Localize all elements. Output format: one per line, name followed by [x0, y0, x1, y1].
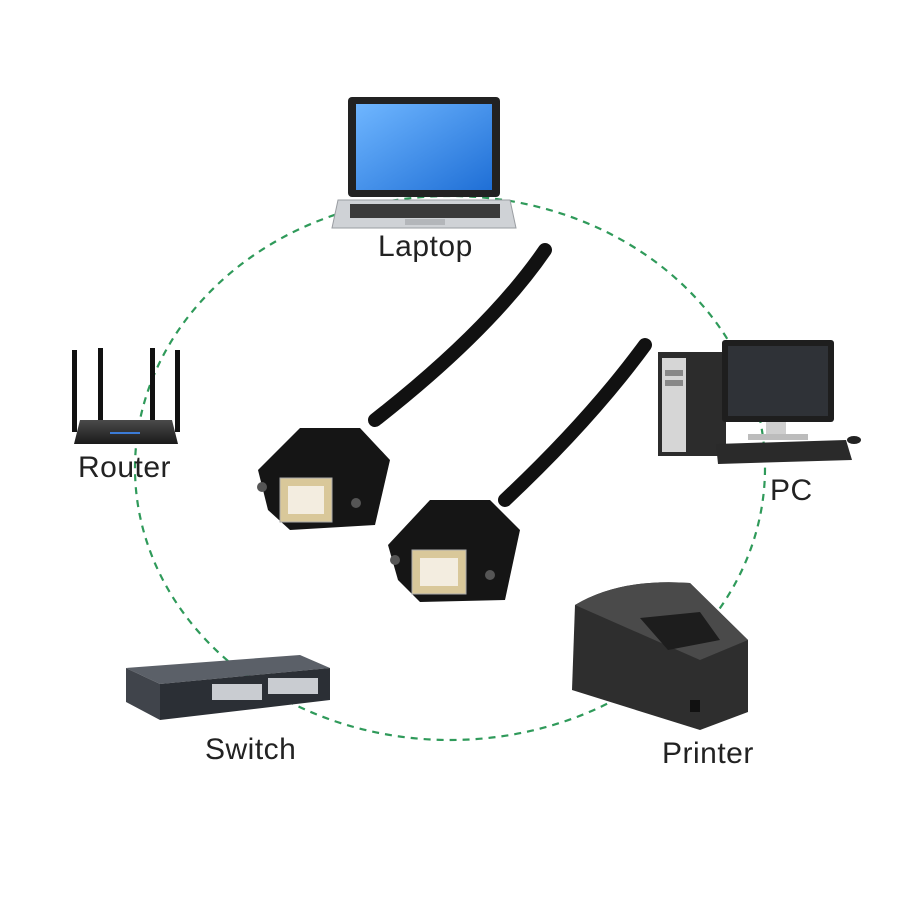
laptop-label: Laptop — [378, 230, 473, 263]
pc-icon — [658, 340, 861, 464]
ethernet-cable-left — [257, 243, 552, 530]
switch-label: Switch — [205, 733, 297, 766]
pc-label: PC — [770, 474, 813, 507]
printer-label: Printer — [662, 737, 754, 770]
ethernet-cable-right — [388, 338, 652, 602]
printer-icon — [572, 582, 748, 730]
switch-icon — [126, 655, 330, 720]
router-icon — [72, 348, 180, 444]
laptop-icon — [331, 97, 517, 229]
router-label: Router — [78, 451, 172, 484]
